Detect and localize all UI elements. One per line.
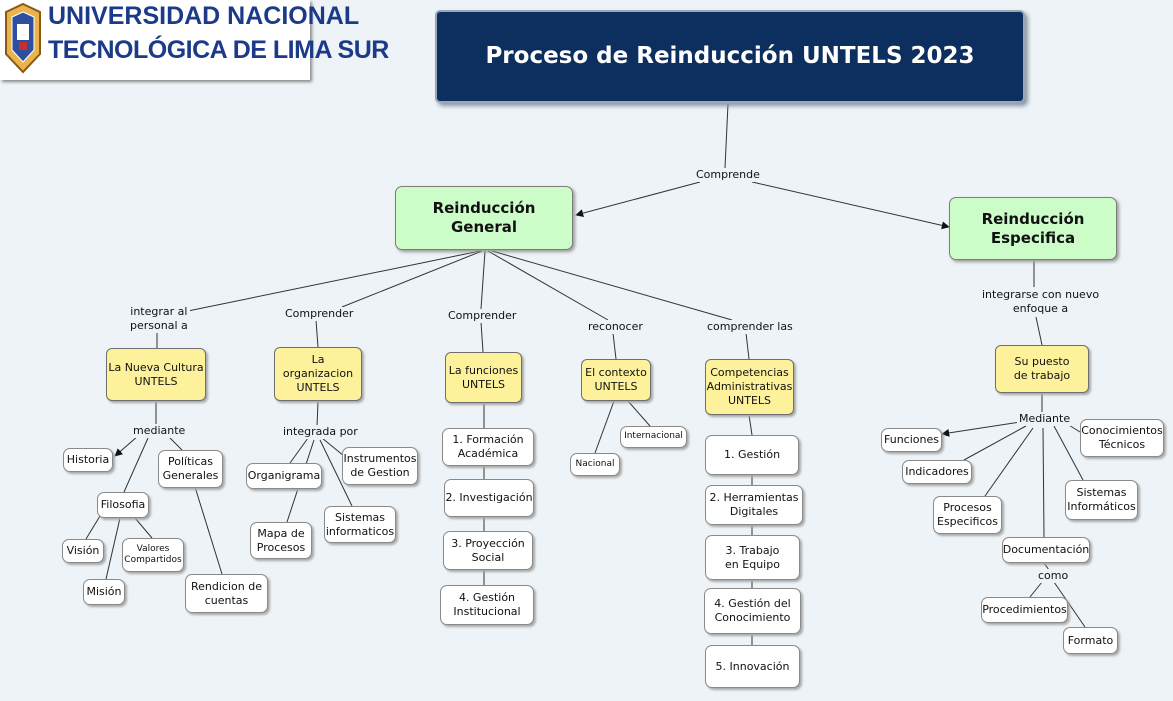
node-competencias: Competencias Administrativas UNTELS: [705, 359, 794, 415]
node-documentacion: Documentación: [1002, 537, 1090, 563]
connector: [491, 250, 733, 321]
connector: [341, 250, 483, 308]
node-valores-compartidos: Valores Compartidos: [122, 538, 184, 572]
connector: [182, 250, 481, 313]
node-gestion-institucional: 4. Gestión Institucional: [440, 585, 534, 625]
link-label-comprende: Comprende: [694, 168, 762, 182]
connector: [612, 332, 617, 360]
node-instrumentos-gestion: Instrumentos de Gestion: [342, 447, 418, 485]
node-funciones: La funciones UNTELS: [445, 352, 522, 403]
connector: [984, 427, 1034, 497]
logo-line-2: TECNOLÓGICA DE LIMA SUR: [48, 36, 389, 64]
node-su-puesto: Su puesto de trabajo: [995, 345, 1089, 393]
node-nacional: Nacional: [570, 453, 620, 476]
connector: [167, 435, 183, 451]
connector: [85, 515, 101, 540]
node-mapa-procesos: Mapa de Procesos: [250, 522, 312, 559]
connector: [745, 332, 750, 360]
university-seal-icon: [5, 2, 41, 74]
logo-line-1: UNIVERSIDAD NACIONAL: [48, 2, 360, 30]
connector: [963, 425, 1027, 461]
arrow-connector: [941, 421, 1021, 437]
node-proyeccion-social: 3. Proyección Social: [443, 531, 533, 570]
connector: [289, 437, 309, 464]
arrow-connector: [751, 181, 950, 230]
node-organizacion: La organizacion UNTELS: [274, 347, 362, 401]
link-label-comprender-las: comprender las: [705, 320, 795, 334]
node-sistemas-informaticos: Sistemas informaticos: [324, 506, 396, 543]
link-label-comprender-1: Comprender: [283, 307, 356, 321]
node-conocimientos-tecnicos: Conocimientos Técnicos: [1080, 419, 1164, 457]
node-contexto: El contexto UNTELS: [581, 359, 651, 401]
connector: [1029, 581, 1043, 598]
link-label-mediante-especifica: Mediante: [1017, 412, 1073, 426]
link-label-integrar: integrar al personal a: [128, 305, 190, 333]
diagram-title: Proceso de Reinducción UNTELS 2023: [435, 10, 1025, 103]
link-label-integrada-por: integrada por: [281, 425, 360, 439]
node-competencia-gestion: 1. Gestión: [705, 435, 799, 475]
node-funciones-puesto: Funciones: [881, 428, 942, 452]
link-label-como: como: [1036, 569, 1071, 583]
node-nueva-cultura: La Nueva Cultura UNTELS: [106, 348, 206, 401]
connector: [1035, 316, 1043, 346]
node-internacional: Internacional: [620, 426, 687, 448]
arrow-connector: [114, 435, 139, 457]
node-mision: Misión: [83, 579, 125, 605]
connector: [319, 439, 353, 507]
node-investigacion: 2. Investigación: [444, 479, 534, 517]
connector: [748, 414, 753, 436]
connector: [480, 321, 484, 353]
connector: [315, 319, 319, 348]
node-sistemas-informaticos-puesto: Sistemas Informáticos: [1065, 480, 1138, 520]
node-formacion-academica: 1. Formación Académica: [442, 428, 534, 466]
connector: [194, 486, 223, 575]
node-procesos-especificos: Procesos Especificos: [933, 496, 1002, 534]
connector: [316, 401, 319, 427]
connector: [321, 437, 345, 457]
node-indicadores: Indicadores: [902, 460, 972, 484]
node-historia: Historia: [63, 448, 113, 472]
connector: [594, 400, 615, 454]
connector: [123, 437, 149, 493]
node-reinduccion-general: Reinducción General: [395, 186, 573, 250]
node-innovacion: 5. Innovación: [705, 645, 800, 688]
connector: [1043, 562, 1050, 571]
link-label-integrarse: integrarse con nuevo enfoque a: [980, 288, 1102, 316]
link-label-reconocer: reconocer: [586, 320, 645, 334]
connector: [1053, 581, 1086, 628]
link-label-mediante: mediante: [131, 424, 188, 438]
connector: [480, 250, 486, 310]
connector: [1042, 427, 1045, 538]
node-herramientas-digitales: 2. Herramientas Digitales: [705, 485, 803, 525]
connector: [724, 103, 729, 169]
node-politicas-generales: Políticas Generales: [158, 450, 223, 488]
arrow-connector: [575, 181, 701, 218]
connector: [627, 400, 651, 427]
node-rendicion-cuentas: Rendicion de cuentas: [185, 574, 268, 613]
university-logo: UNIVERSIDAD NACIONAL TECNOLÓGICA DE LIMA…: [0, 0, 389, 80]
node-gestion-conocimiento: 4. Gestión del Conocimiento: [704, 588, 801, 634]
node-filosofia: Filosofia: [97, 492, 149, 518]
node-organigrama: Organigrama: [246, 463, 322, 489]
connector: [105, 517, 121, 580]
node-procedimientos: Procedimientos: [981, 597, 1068, 623]
node-formato: Formato: [1063, 627, 1118, 654]
node-trabajo-equipo: 3. Trabajo en Equipo: [705, 535, 800, 580]
link-label-comprender-2: Comprender: [446, 309, 519, 323]
node-vision: Visión: [62, 539, 104, 563]
connector: [487, 250, 609, 321]
connector: [134, 517, 153, 539]
connector: [1053, 425, 1084, 481]
node-reinduccion-especifica: Reinducción Especifica: [949, 197, 1117, 260]
